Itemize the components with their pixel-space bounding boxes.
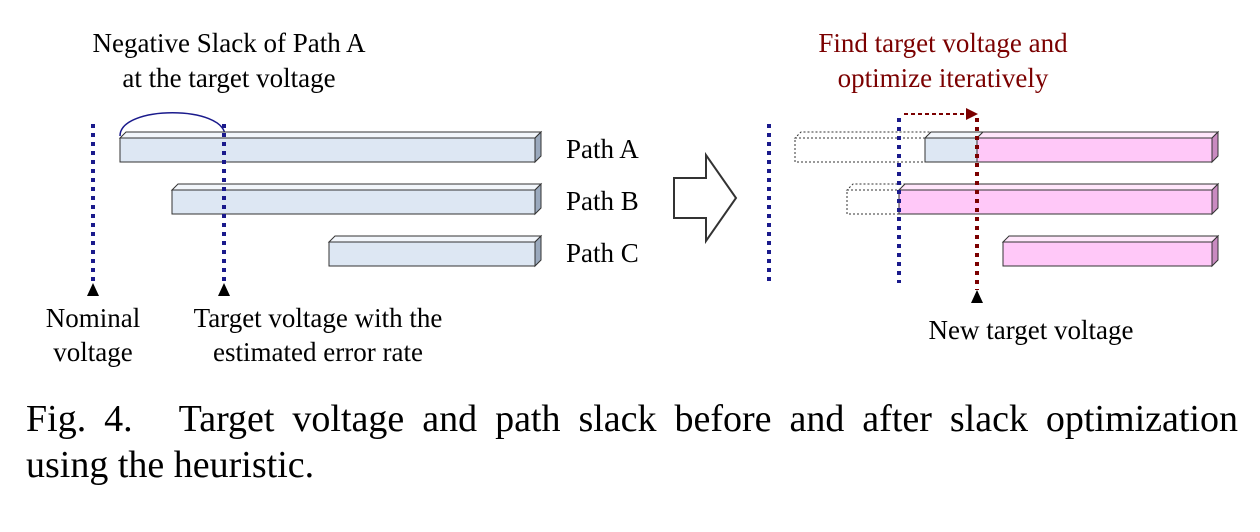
caption-figure-number: Fig. 4. bbox=[26, 398, 133, 440]
right-panel: Find target voltage and optimize iterati… bbox=[767, 28, 1220, 345]
iteration-arrow-icon bbox=[966, 108, 978, 120]
figure-caption: Fig. 4.Target voltage and path slack bef… bbox=[26, 396, 1238, 488]
new-target-pointer-icon bbox=[971, 290, 983, 303]
target-pointer-icon bbox=[218, 283, 230, 296]
right-title-line1: Find target voltage and bbox=[818, 28, 1068, 58]
nominal-label-line1: Nominal bbox=[46, 303, 141, 333]
nominal-pointer-icon bbox=[87, 283, 99, 296]
target-label-line2: estimated error rate bbox=[213, 337, 423, 367]
left-panel: Negative Slack of Path A at the target v… bbox=[46, 28, 640, 367]
new-target-label: New target voltage bbox=[929, 315, 1134, 345]
right-title-line2: optimize iteratively bbox=[838, 63, 1049, 93]
brace-label-line1: Negative Slack of Path A bbox=[93, 28, 366, 58]
big-arrow-icon bbox=[673, 151, 738, 245]
path-a-slack-segment bbox=[923, 131, 985, 163]
path-b-optimized-bar bbox=[897, 182, 1220, 216]
path-b-label: Path B bbox=[566, 186, 639, 216]
path-a-bar bbox=[118, 130, 543, 164]
target-label-line1: Target voltage with the bbox=[194, 303, 443, 333]
path-a-label: Path A bbox=[566, 134, 639, 164]
negative-slack-brace bbox=[119, 112, 226, 137]
path-b-bar bbox=[170, 182, 543, 216]
path-c-label: Path C bbox=[566, 238, 639, 268]
path-a-original-bar bbox=[793, 131, 933, 163]
brace-label-line2: at the target voltage bbox=[122, 63, 335, 93]
path-c-bar bbox=[327, 234, 543, 268]
caption-text: Target voltage and path slack before and… bbox=[26, 398, 1238, 486]
path-c-optimized-bar bbox=[1001, 234, 1220, 268]
nominal-label-line2: voltage bbox=[53, 337, 132, 367]
slack-optimization-diagram: Negative Slack of Path A at the target v… bbox=[46, 28, 1220, 367]
path-a-optimized-bar bbox=[975, 130, 1220, 164]
path-b-original-bar bbox=[845, 183, 907, 215]
